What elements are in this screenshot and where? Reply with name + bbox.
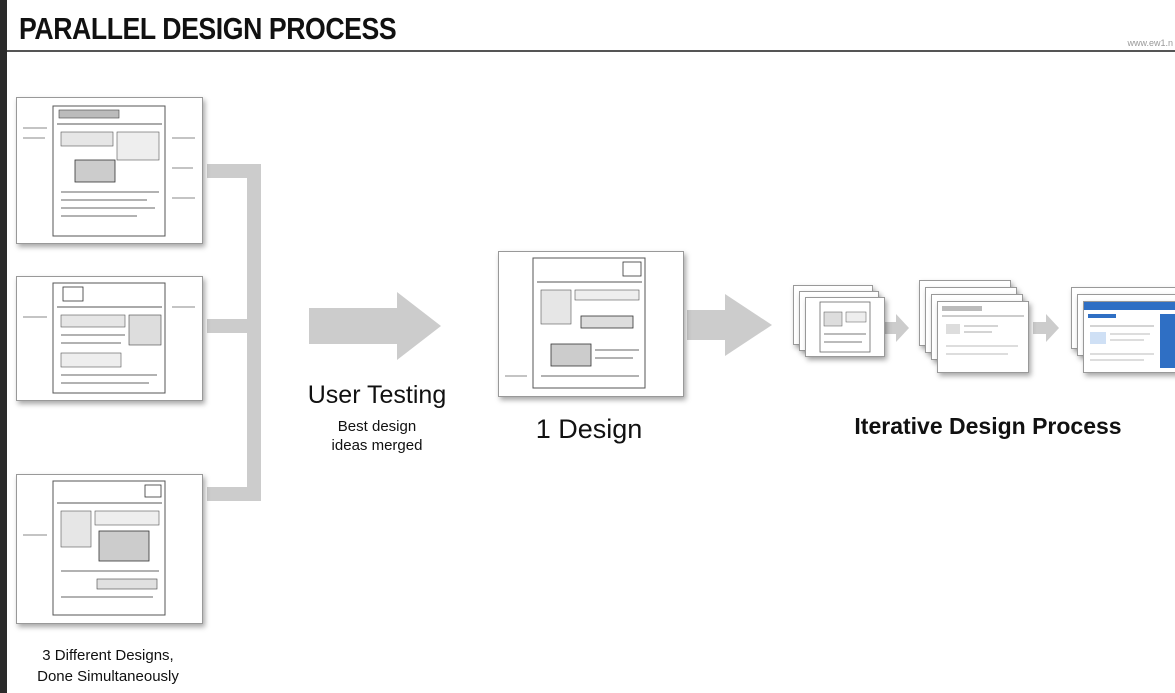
- sketch-design-3: [16, 474, 203, 624]
- source-url: www.ew1.n: [1127, 38, 1173, 48]
- wireframe-sketch-3: [23, 480, 166, 616]
- wireframe-sketch-2: [23, 282, 195, 394]
- iteration-2-wireframe: [942, 306, 1024, 355]
- iteration-1-wireframe: [819, 301, 871, 353]
- iteration-3-wireframe: [1084, 302, 1175, 368]
- arrow-to-iterative: [687, 294, 772, 356]
- sketch-design-1: [16, 97, 203, 244]
- iteration-1-sheet-front: [805, 297, 885, 357]
- sketch-design-2: [16, 276, 203, 401]
- flow-connectors: [207, 164, 1059, 501]
- designs-caption-line1: 3 Different Designs,: [42, 647, 174, 664]
- iterative-process-label: Iterative Design Process: [854, 413, 1122, 439]
- wireframe-sketch-1: [23, 105, 195, 237]
- user-testing-label: User Testing: [307, 381, 447, 409]
- sketch-merged-design: [498, 251, 684, 397]
- bracket-vertical: [247, 164, 261, 501]
- bracket-stub-bottom: [207, 487, 259, 501]
- best-ideas-line2: ideas merged: [331, 437, 423, 454]
- arrow-to-user-testing: [309, 292, 441, 360]
- designs-caption-line2: Done Simultaneously: [37, 668, 179, 685]
- title-rule: [7, 50, 1175, 52]
- one-design-label: 1 Design: [535, 414, 643, 444]
- best-ideas-line1: Best design: [337, 418, 417, 435]
- page-title: PARALLEL DESIGN PROCESS: [19, 11, 397, 46]
- bracket-stub-middle: [207, 319, 259, 333]
- wireframe-merged: [505, 257, 646, 389]
- diagram-canvas: PARALLEL DESIGN PROCESS www.ew1.n: [7, 0, 1175, 693]
- arrow-iter-2: [1033, 314, 1059, 342]
- bracket-stub-top: [207, 164, 259, 178]
- iteration-3-sheet-front: [1083, 301, 1175, 373]
- arrow-iter-1: [882, 314, 909, 342]
- iteration-2-sheet-front: [937, 301, 1029, 373]
